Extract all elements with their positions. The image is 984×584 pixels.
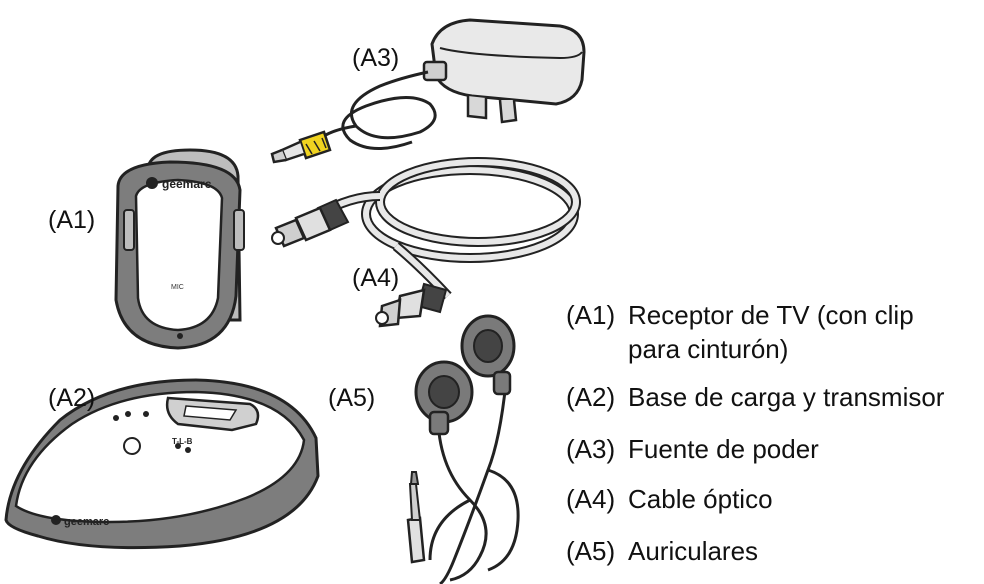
legend-item-a4: (A4) Cable óptico <box>566 484 773 515</box>
legend-item-a1: (A1) Receptor de TV (con clip <box>566 300 914 331</box>
legend-text: Base de carga y transmisor <box>628 382 945 412</box>
tv-receiver-illustration: geemarc MIC <box>114 148 245 350</box>
optical-cable-illustration <box>271 157 581 328</box>
label-a2: (A2) <box>48 384 96 412</box>
base-tlb-text: T-L-B <box>172 437 193 446</box>
legend-text: Cable óptico <box>628 484 773 514</box>
label-a1: (A1) <box>48 206 96 234</box>
legend-item-a3: (A3) Fuente de poder <box>566 434 819 465</box>
legend-code: (A1) <box>566 300 616 330</box>
legend-code: (A5) <box>566 536 616 566</box>
receiver-mic-text: MIC <box>171 284 184 291</box>
legend-text: Receptor de TV (con clip <box>628 300 914 330</box>
legend-code: (A3) <box>566 434 616 464</box>
receiver-brand-text: geemarc <box>162 177 212 191</box>
legend-code: (A4) <box>566 484 616 514</box>
label-a3: (A3) <box>352 44 400 72</box>
power-adapter-illustration <box>270 18 586 164</box>
base-brand-text: geemarc <box>64 516 109 528</box>
legend-item-a5: (A5) Auriculares <box>566 536 758 567</box>
legend-code: (A2) <box>566 382 616 412</box>
legend-item-a1-continued: para cinturón) <box>628 334 789 364</box>
charging-base-illustration: T-L-B geemarc <box>4 378 320 550</box>
earphones-illustration <box>406 314 520 584</box>
legend-text: Fuente de poder <box>628 434 819 464</box>
label-a5: (A5) <box>328 384 376 412</box>
label-a4: (A4) <box>352 264 400 292</box>
legend-text: Auriculares <box>628 536 759 566</box>
legend-item-a2: (A2) Base de carga y transmisor <box>566 382 944 413</box>
